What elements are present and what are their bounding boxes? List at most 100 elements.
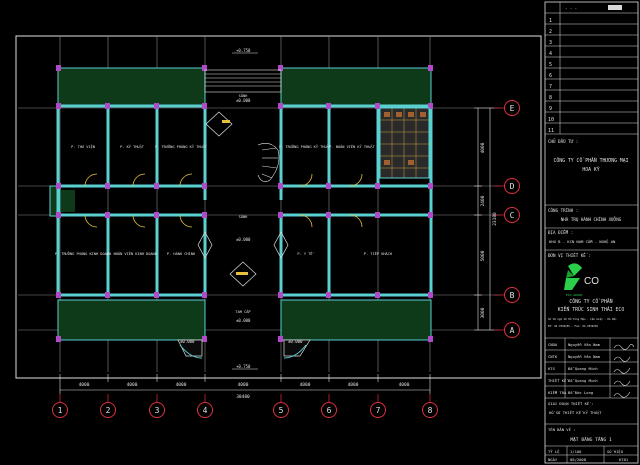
room-label-r4: P. TRƯỞNG PHÒNG KỸ THUẬT — [279, 144, 332, 149]
level-stair: ±0.000 — [236, 98, 251, 103]
rev-5: 5 — [549, 62, 552, 68]
col-dim-1: 4000 — [79, 382, 90, 388]
door-swings — [84, 173, 363, 228]
grid-col-8: 8 — [428, 406, 433, 415]
drawing-label: TÊN BẢN VẼ : — [548, 427, 575, 432]
room-label-r8: P. HÀNH CHÍNH — [167, 251, 195, 256]
grid-col-2: 2 — [106, 406, 111, 415]
rev-9: 9 — [549, 106, 552, 112]
row-dim-4: 3000 — [480, 307, 486, 318]
grid-col-7: 7 — [376, 406, 381, 415]
owner-line-2: HOA KỲ — [582, 166, 599, 173]
scale-value: 1/100 — [570, 449, 582, 454]
level-bottom: +0.750 — [236, 364, 251, 369]
room-label-r3: P. TRƯỞNG PHÒNG KỸ THUẬT — [155, 144, 208, 149]
right-dimensions: 4000 2400 5000 3000 23180 — [480, 142, 498, 318]
scale-label: TỶ LỆ — [548, 449, 560, 454]
phase-label: GIAI ĐOẠN THIẾT KẾ : — [548, 401, 594, 406]
level-top: +0.750 — [236, 48, 251, 53]
col-dim-2: 4000 — [127, 382, 138, 388]
rev-2: 2 — [549, 29, 552, 35]
grid-row-B: B — [510, 291, 515, 300]
sheet-label: SỐ HIỆU — [607, 449, 624, 454]
room-label-r5: P. NHÂN VIÊN KỸ THUẬT — [329, 144, 375, 149]
drawing-info: GIAI ĐOẠN THIẾT KẾ : HỒ SƠ THIẾT KẾ KỸ T… — [548, 401, 629, 462]
col-dim-4: 4000 — [238, 382, 249, 388]
row-bubbles — [504, 100, 520, 338]
title-block: - - - — [544, 1, 639, 464]
level-leaders — [232, 52, 258, 370]
bottom-dimension-lines — [59, 374, 431, 394]
column-grid-labels: 1 2 3 4 5 6 7 8 — [58, 406, 433, 415]
rev-6: 6 — [549, 73, 552, 79]
level-left: ±0.000 — [180, 339, 195, 344]
grid-col-1: 1 — [58, 406, 63, 415]
walls — [56, 104, 433, 297]
floor-slabs — [49, 67, 432, 341]
room-label-r2: P. KỸ THUẬT — [120, 144, 145, 149]
owner-line-1: CÔNG TY CỔ PHẦN THƯƠNG MẠI — [553, 157, 628, 164]
staff-role-1: CNDA — [548, 342, 558, 347]
company-logo-icon — [564, 263, 582, 290]
date-label: NGÀY — [548, 457, 558, 462]
staff-name-1: Nguyễn Văn Nam — [568, 342, 601, 347]
company-phone: ĐT: 04.7836255 - Fax: 04.7836255 — [548, 324, 598, 328]
entrance-planters — [177, 339, 311, 359]
entry-label: TAM CẤP — [235, 309, 250, 314]
level-entry: ±0.000 — [236, 318, 251, 323]
spiral-stair — [257, 143, 280, 182]
logo-text: CO — [584, 276, 599, 287]
grid-col-3: 3 — [155, 406, 160, 415]
total-width: 30480 — [236, 394, 250, 400]
row-grid-labels: E D C B A — [510, 104, 515, 335]
rev-1: 1 — [549, 18, 552, 24]
project-label: CÔNG TRÌNH : — [548, 208, 578, 213]
col-dim-5: 4000 — [300, 382, 311, 388]
room-label-r9: P. Y TẾ — [297, 251, 314, 256]
staff-name-3: Đỗ Quang Minh — [568, 366, 598, 371]
location-name: KHU B - KCN NAM CẤM - NGHỆ AN — [549, 239, 616, 244]
total-height: 23180 — [492, 212, 498, 226]
hall-label: SẢNH — [239, 214, 248, 219]
owner-section: CHỦ ĐẦU TƯ : CÔNG TY CỔ PHẦN THƯƠNG MẠI … — [548, 139, 629, 258]
column-bubbles — [52, 402, 438, 418]
company-line-1: CÔNG TY CỔ PHẦN — [569, 298, 612, 305]
stair-label: SẢNH — [239, 93, 248, 98]
room-label-r6: P. TRƯỞNG PHÒNG KINH DOANH — [55, 251, 111, 256]
grid-row-D: D — [510, 182, 515, 191]
wc-tiles — [379, 107, 430, 179]
level-hall: ±0.000 — [236, 237, 251, 242]
bottom-dimensions: 4000 4000 4000 4000 4000 4000 4000 30480 — [79, 382, 410, 400]
signatures — [613, 344, 635, 398]
staff-name-4: Đỗ Quang Minh — [568, 378, 598, 383]
rev-7: 7 — [549, 84, 552, 90]
grid-row-E: E — [510, 104, 515, 113]
rev-3: 3 — [549, 40, 552, 46]
revision-numbers: 1 2 3 4 5 6 7 8 9 10 11 — [548, 18, 554, 134]
drawing-title: MẶT BẰNG TẦNG 1 — [570, 435, 612, 443]
col-dim-7: 4000 — [399, 382, 410, 388]
grid-col-4: 4 — [203, 406, 208, 415]
date-value: 08/2008 — [570, 457, 587, 462]
owner-label: CHỦ ĐẦU TƯ : — [548, 139, 578, 144]
room-label-r7: P. NHÂN VIÊN KINH DOANH — [107, 251, 157, 256]
company-line-2: KIẾN TRÚC SINH THÁI ECO — [558, 305, 625, 313]
grid-col-6: 6 — [327, 406, 332, 415]
floor-pattern-marks — [222, 120, 248, 275]
grid-row-C: C — [510, 211, 515, 220]
staff-name-2: Nguyễn Văn Nam — [568, 354, 601, 359]
staff-table: CNDA Nguyễn Văn Nam CNTK Nguyễn Văn Nam … — [548, 342, 601, 395]
header-mark: - - - — [565, 6, 577, 11]
sheet-value: KT01 — [619, 457, 629, 462]
row-dim-3: 5000 — [480, 250, 486, 261]
right-dimension-lines — [474, 107, 494, 331]
company-block: CÔNG TY CỔ PHẦN KIẾN TRÚC SINH THÁI ECO … — [548, 298, 624, 328]
room-labels: P. THƯ VIỆN P. KỸ THUẬT P. TRƯỞNG PHÒNG … — [55, 93, 392, 314]
staff-role-2: CNTK — [548, 354, 558, 359]
staff-role-5: KIỂM TRA — [548, 390, 567, 395]
company-address: Số 16 ngõ 20 Hồ Tùng Mậu - Cầu Giấy - Hà… — [548, 317, 617, 321]
header-stamp — [608, 5, 622, 10]
col-dim-3: 4000 — [176, 382, 187, 388]
rev-8: 8 — [549, 95, 552, 101]
rev-11: 11 — [548, 128, 554, 134]
